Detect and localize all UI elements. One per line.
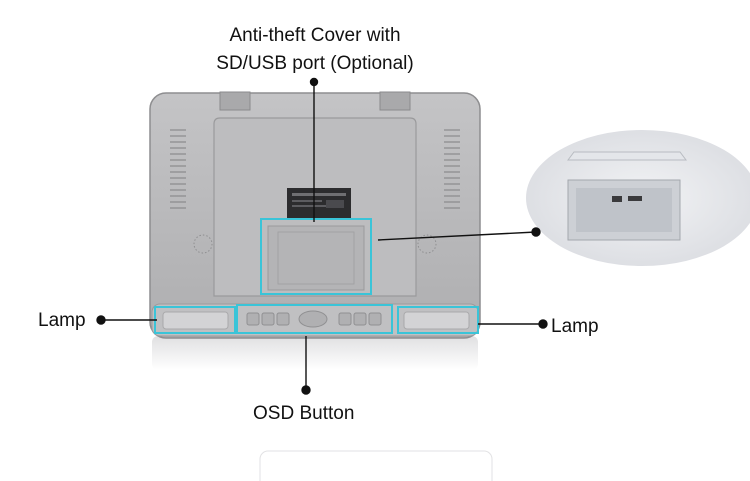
lamp-right-label: Lamp bbox=[551, 316, 599, 337]
osd-button-group bbox=[246, 310, 382, 328]
usb-port-icon bbox=[612, 196, 622, 202]
cover-inset-photo bbox=[526, 130, 750, 266]
right-vent bbox=[444, 129, 460, 209]
left-lamp-shape bbox=[162, 311, 229, 330]
lower-card bbox=[259, 450, 493, 481]
highlight-osd bbox=[236, 304, 393, 334]
device-body bbox=[149, 91, 481, 339]
left-speaker-icon bbox=[193, 234, 213, 254]
callout-lines bbox=[96, 77, 548, 395]
highlight-boxes bbox=[154, 218, 479, 334]
highlight-right-lamp bbox=[397, 306, 479, 334]
right-speaker-icon bbox=[417, 234, 437, 254]
anti-theft-title-line1: Anti-theft Cover with bbox=[229, 25, 401, 46]
highlight-cover bbox=[260, 218, 372, 295]
right-lamp-shape bbox=[403, 311, 470, 330]
lamp-left-label: Lamp bbox=[38, 310, 86, 331]
device-reflection bbox=[152, 336, 478, 370]
osd-button-label: OSD Button bbox=[253, 403, 355, 424]
anti-theft-title-line2: SD/USB port (Optional) bbox=[216, 53, 414, 74]
left-vent bbox=[170, 129, 186, 209]
sd-slot-icon bbox=[628, 196, 642, 201]
anti-theft-cover bbox=[267, 225, 365, 291]
